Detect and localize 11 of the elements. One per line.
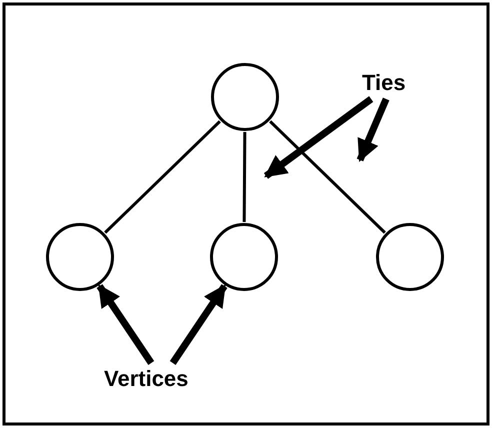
connector-line	[269, 120, 386, 234]
connector-line	[104, 120, 221, 234]
label-text: Vertices	[104, 366, 188, 392]
vertex-circle	[211, 63, 279, 131]
arrow	[356, 98, 390, 162]
arrow	[264, 96, 374, 179]
label-text: Ties	[362, 70, 406, 96]
arrow	[170, 284, 228, 365]
vertex-circle	[46, 223, 114, 291]
arrow	[96, 284, 154, 365]
connector-line	[242, 132, 246, 222]
